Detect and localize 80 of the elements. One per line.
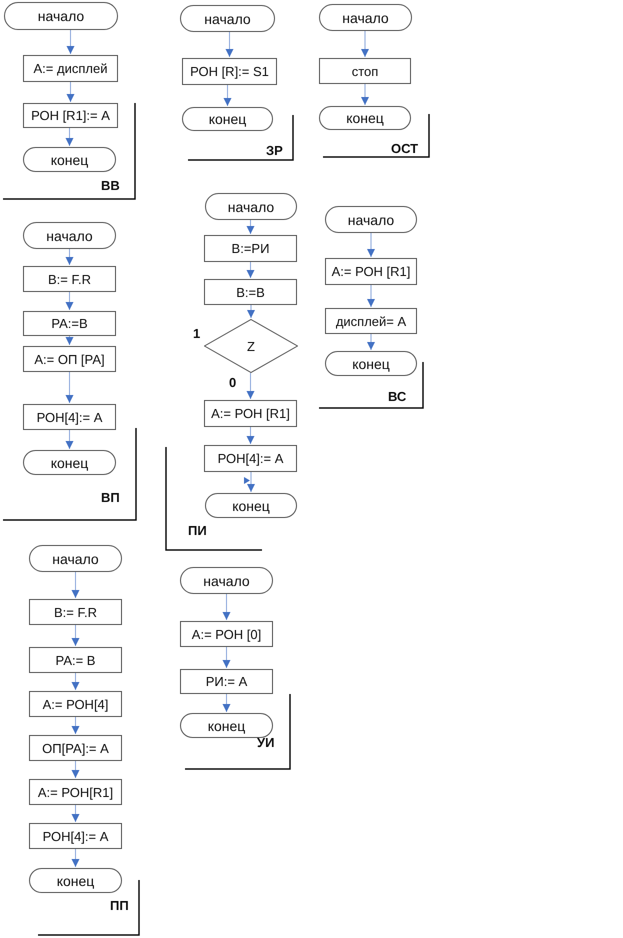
process-box: А:= ОП [РА] — [23, 346, 116, 372]
label: ПИ — [188, 523, 207, 538]
arrow — [361, 30, 369, 58]
label: ВС — [388, 389, 406, 404]
arrow — [222, 694, 230, 712]
terminal-box: начало — [180, 567, 273, 594]
process-box: РОН [R]:= S1 — [182, 58, 277, 85]
process-box: РИ:= А — [180, 669, 273, 694]
arrow — [72, 760, 80, 778]
terminal-box: конец — [182, 107, 273, 131]
label: ПП — [110, 898, 129, 913]
label: 0 — [229, 375, 236, 390]
arrow — [66, 292, 74, 310]
terminal-box: начало — [4, 2, 118, 30]
arrow — [247, 472, 255, 492]
arrow — [367, 284, 375, 308]
label: ВП — [101, 490, 120, 505]
label: 1 — [193, 326, 200, 341]
arrow — [361, 84, 369, 106]
arrow — [222, 594, 230, 620]
arrow — [224, 84, 232, 106]
arrow — [66, 82, 74, 102]
terminal-box: конец — [205, 493, 297, 518]
arrow — [72, 848, 80, 868]
arrow — [226, 32, 234, 58]
arrow — [246, 220, 254, 234]
process-box: В:=РИ — [204, 235, 297, 262]
terminal-box: конец — [23, 450, 116, 475]
arrow — [246, 262, 254, 278]
arrow — [66, 248, 74, 266]
arrow — [247, 304, 255, 318]
terminal-box: начало — [23, 222, 116, 249]
arrow — [367, 334, 375, 350]
arrow — [66, 336, 74, 346]
process-box: А:= дисплей — [23, 55, 118, 82]
process-box: А:= РОН[R1] — [29, 779, 122, 805]
process-box: А:= РОН[4] — [29, 691, 122, 717]
decision-diamond: Z — [204, 319, 298, 373]
arrow — [72, 716, 80, 734]
process-box: РА:=В — [23, 311, 116, 336]
process-box: РОН[4]:= А — [23, 404, 116, 430]
arrow — [367, 232, 375, 258]
arrow — [66, 430, 74, 450]
arrow — [66, 128, 74, 146]
arrow — [246, 426, 254, 444]
terminal-box: начало — [319, 4, 412, 31]
process-box: ОП[РА]:= А — [29, 735, 122, 761]
process-box: РОН [R1]:= А — [23, 103, 118, 128]
terminal-box: начало — [180, 5, 275, 32]
terminal-box: конец — [319, 106, 411, 130]
arrow — [72, 572, 80, 598]
terminal-box: начало — [205, 193, 297, 220]
terminal-box: конец — [180, 713, 273, 738]
process-box: А:= РОН [R1] — [325, 258, 417, 285]
arrow — [246, 372, 254, 400]
arrow — [72, 804, 80, 822]
arrow — [222, 646, 230, 668]
process-box: В:= F.R — [23, 266, 116, 292]
process-box: РА:= В — [29, 647, 122, 673]
process-box: РОН[4]:= А — [29, 823, 122, 849]
process-box: стоп — [319, 58, 411, 84]
terminal-box: начало — [29, 545, 122, 572]
arrow — [72, 624, 80, 646]
process-box: В:=В — [204, 279, 297, 305]
terminal-box: конец — [325, 351, 417, 376]
process-box: РОН[4]:= А — [204, 445, 297, 472]
terminal-box: начало — [325, 206, 417, 233]
arrow — [66, 30, 74, 54]
arrow — [72, 672, 80, 690]
terminal-box: конец — [23, 147, 116, 172]
terminal-box: конец — [29, 868, 122, 893]
label: ВВ — [101, 178, 120, 193]
label: ЗР — [266, 143, 283, 158]
arrow — [66, 372, 74, 404]
process-box: А:= РОН [R1] — [204, 400, 297, 427]
process-box: дисплей= А — [325, 308, 417, 334]
process-box: А:= РОН [0] — [180, 621, 273, 647]
label: УИ — [257, 735, 274, 750]
process-box: В:= F.R — [29, 599, 122, 625]
label: ОСТ — [391, 141, 418, 156]
